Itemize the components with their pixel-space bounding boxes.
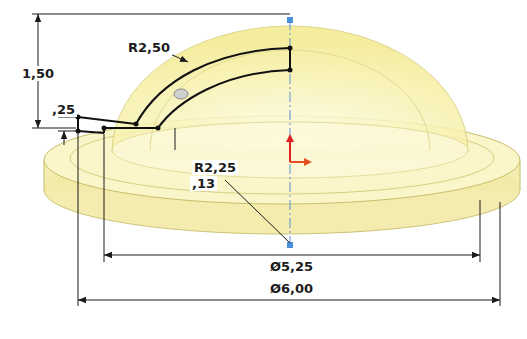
thickness-dimension: ,25 (50, 102, 77, 117)
radius-dimension: R2,25 (192, 160, 238, 175)
height-dimension: 1,50 (20, 66, 56, 81)
sketch-profile (78, 48, 290, 133)
radius-dimension: R2,50 (126, 40, 172, 55)
diameter-dimension: Ø5,25 (268, 259, 315, 274)
offset-dimension: ,13 (190, 176, 217, 191)
diameter-dimension: Ø6,00 (268, 281, 315, 296)
